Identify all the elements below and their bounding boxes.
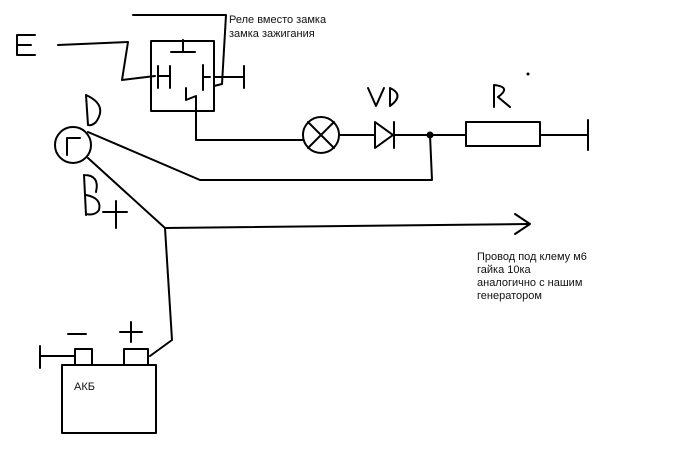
battery-body xyxy=(61,364,157,434)
relay-contact-right xyxy=(202,64,211,91)
r-label-stroke xyxy=(493,84,511,108)
battery-ground xyxy=(39,345,76,369)
b-label-stroke xyxy=(83,174,101,216)
ignition-wire xyxy=(57,41,156,81)
relay-coil-symbol xyxy=(170,39,196,53)
junction-dot xyxy=(426,131,434,139)
resistor-ground xyxy=(539,119,589,151)
generator-icon xyxy=(54,126,92,164)
battery-pos-terminal xyxy=(123,348,149,366)
relay-outer-box xyxy=(132,14,227,87)
b-plus-wire xyxy=(87,157,529,229)
diode-icon xyxy=(374,121,395,149)
vd-label-stroke xyxy=(367,87,399,107)
plus-b-stroke xyxy=(102,200,128,229)
battery-neg-terminal xyxy=(74,348,93,366)
ignition-symbol xyxy=(16,34,36,56)
resistor-icon xyxy=(465,121,541,147)
relay-ground xyxy=(213,65,245,89)
g-label-stroke xyxy=(66,137,81,156)
battery-label: АКБ xyxy=(74,381,95,393)
relay-to-lamp-wire xyxy=(195,107,304,141)
d-label-stroke xyxy=(85,94,102,127)
plus-label-stroke xyxy=(119,321,143,343)
small-dot xyxy=(526,72,530,76)
relay-contact-left xyxy=(157,65,171,89)
wire-note-line4: генератором xyxy=(477,290,542,302)
wire-note-line2: гайка 10ка xyxy=(477,264,531,276)
relay-note-line1: Реле вместо замка xyxy=(229,14,327,26)
arrow-head xyxy=(514,213,531,235)
battery-plus-wire xyxy=(149,227,173,357)
relay-contact-output xyxy=(185,87,197,109)
relay-note-line2: замка зажигания xyxy=(229,28,315,40)
d-terminal-wire xyxy=(87,131,433,181)
wire-note-line3: аналогично с нашим xyxy=(477,277,583,289)
wire-note-line1: Провод под клему м6 xyxy=(477,251,587,263)
